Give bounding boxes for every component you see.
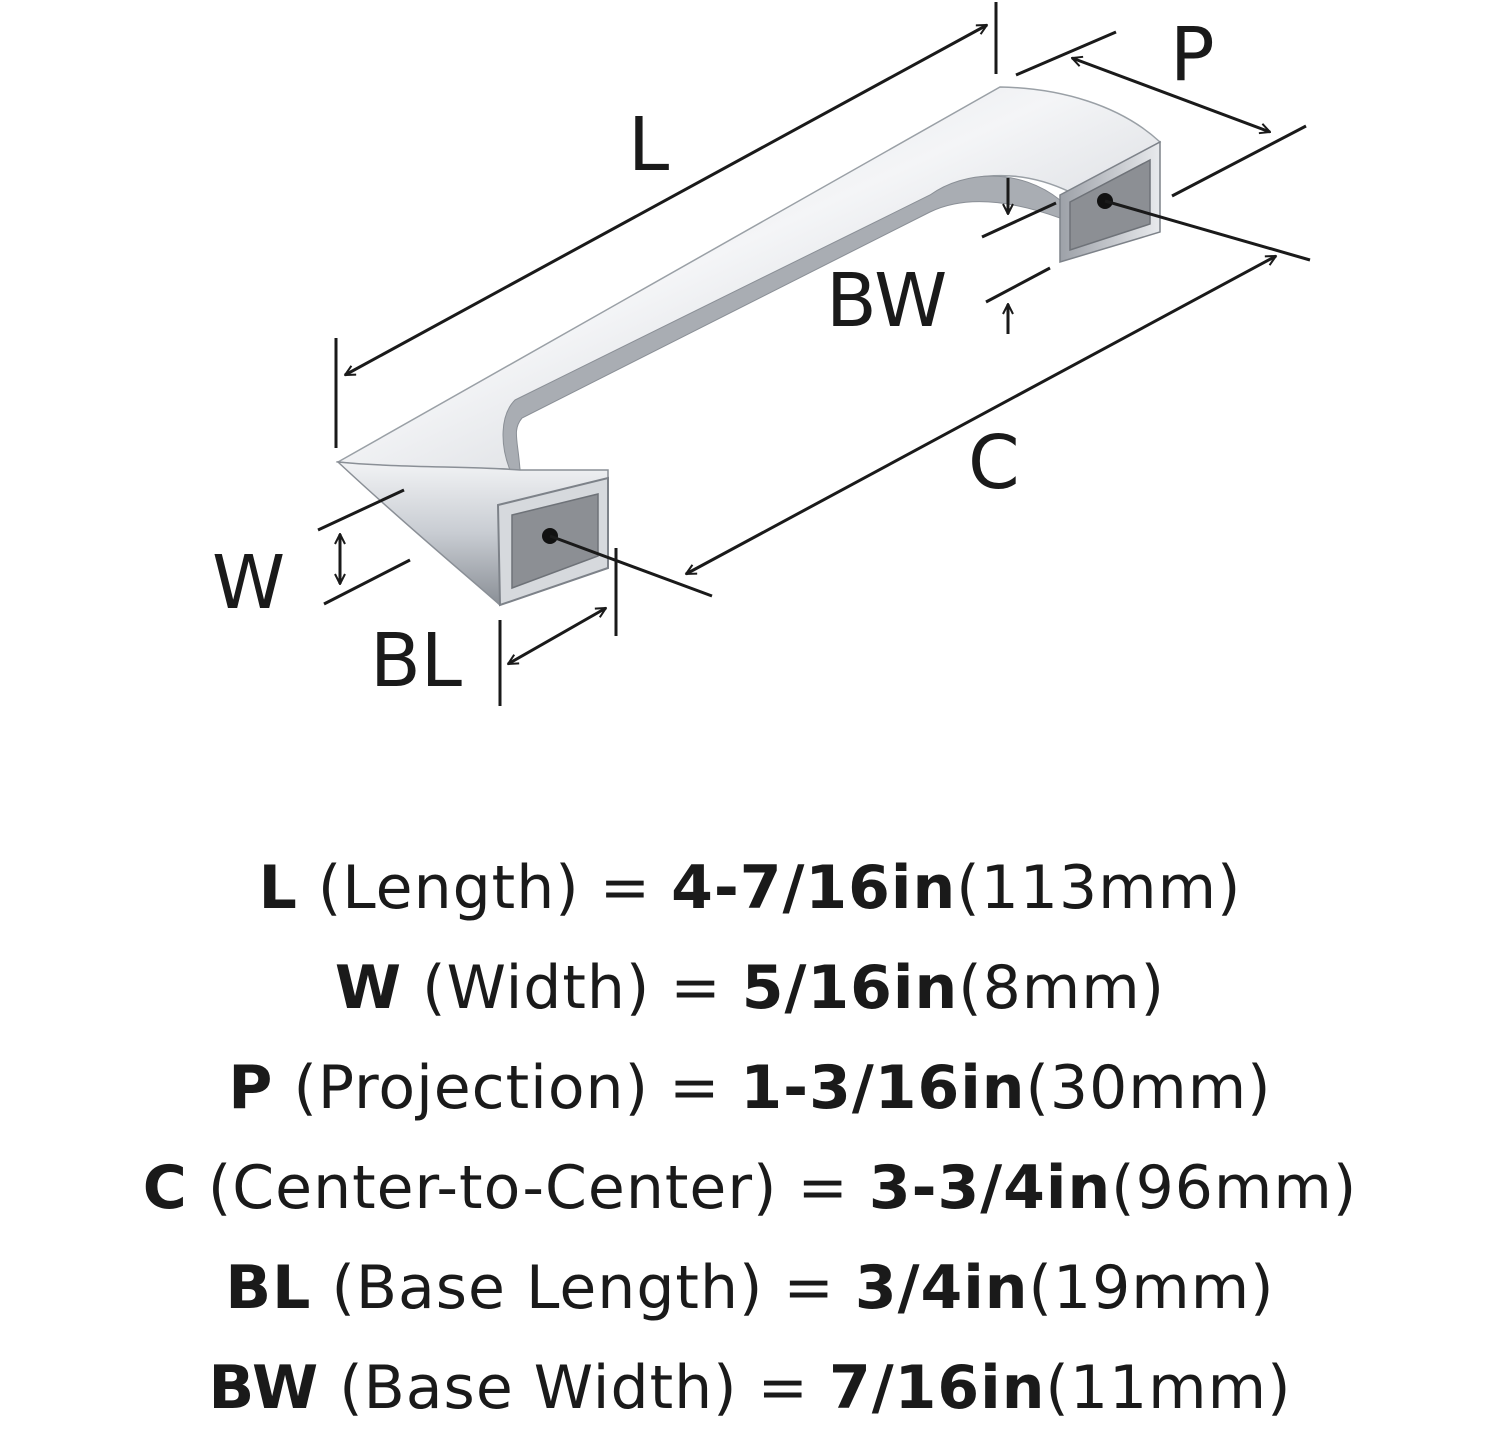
spec-code: W — [334, 953, 403, 1023]
spec-code: BL — [225, 1253, 312, 1323]
handle-dimension-diagram: L P BW C W BL — [212, 2, 1311, 706]
label-projection: P — [1170, 12, 1215, 98]
label-width: W — [212, 540, 285, 626]
spec-width: W (Width) = 5/16in(8mm) — [0, 938, 1500, 1038]
spec-imperial: 3-3/4in — [868, 1153, 1112, 1223]
spec-metric: (11mm) — [1045, 1353, 1292, 1423]
spec-name: (Center-to-Center) — [207, 1153, 778, 1223]
projection-arrow — [1072, 58, 1270, 132]
spec-imperial: 5/16in — [741, 953, 959, 1023]
base-length-arrow — [508, 606, 606, 666]
spec-metric: (8mm) — [958, 953, 1166, 1023]
left-screw-axis — [549, 534, 713, 598]
specification-list: L (Length) = 4-7/16in(113mm) W (Width) =… — [0, 838, 1500, 1438]
cabinet-pull-handle — [335, 86, 1162, 607]
spec-projection: P (Projection) = 1-3/16in(30mm) — [0, 1038, 1500, 1138]
right-screw-axis — [1104, 199, 1311, 262]
spec-metric: (19mm) — [1028, 1253, 1275, 1323]
dimension-lines — [317, 2, 1311, 706]
spec-imperial: 3/4in — [854, 1253, 1029, 1323]
spec-imperial: 4-7/16in — [671, 853, 957, 923]
spec-metric: (30mm) — [1025, 1053, 1272, 1123]
spec-name: (Width) — [422, 953, 651, 1023]
spec-code: L — [258, 853, 298, 923]
base-width-extension-top — [981, 201, 1057, 239]
spec-name: (Projection) — [293, 1053, 649, 1123]
spec-equals: = — [783, 1253, 835, 1323]
projection-extension-top — [1015, 30, 1117, 77]
label-center-to-center: C — [968, 420, 1020, 506]
spec-equals: = — [670, 953, 722, 1023]
base-width-extension-bottom — [985, 266, 1051, 304]
spec-equals: = — [669, 1053, 721, 1123]
spec-center-to-center: C (Center-to-Center) = 3-3/4in(96mm) — [0, 1138, 1500, 1238]
spec-code: P — [228, 1053, 274, 1123]
spec-length: L (Length) = 4-7/16in(113mm) — [0, 838, 1500, 938]
width-extension-top — [317, 488, 405, 532]
spec-base-width: BW (Base Width) = 7/16in(11mm) — [0, 1338, 1500, 1438]
length-arrow — [345, 23, 987, 377]
spec-name: (Length) — [317, 853, 580, 923]
handle-top-surface — [335, 86, 1162, 471]
spec-code: C — [142, 1153, 188, 1223]
label-base-length: BL — [370, 618, 462, 704]
label-length: L — [628, 102, 669, 188]
center-to-center-arrow — [686, 254, 1276, 576]
spec-equals: = — [797, 1153, 849, 1223]
spec-equals: = — [757, 1353, 809, 1423]
spec-metric: (96mm) — [1111, 1153, 1358, 1223]
label-base-width: BW — [826, 258, 947, 344]
spec-code: BW — [208, 1353, 320, 1423]
spec-equals: = — [599, 853, 652, 923]
spec-name: (Base Width) — [339, 1353, 738, 1423]
spec-name: (Base Length) — [331, 1253, 764, 1323]
width-extension-bottom — [323, 558, 411, 606]
spec-base-length: BL (Base Length) = 3/4in(19mm) — [0, 1238, 1500, 1338]
spec-imperial: 1-3/16in — [740, 1053, 1026, 1123]
spec-metric: (113mm) — [956, 853, 1242, 923]
spec-imperial: 7/16in — [828, 1353, 1046, 1423]
projection-extension-bottom — [1171, 124, 1307, 198]
